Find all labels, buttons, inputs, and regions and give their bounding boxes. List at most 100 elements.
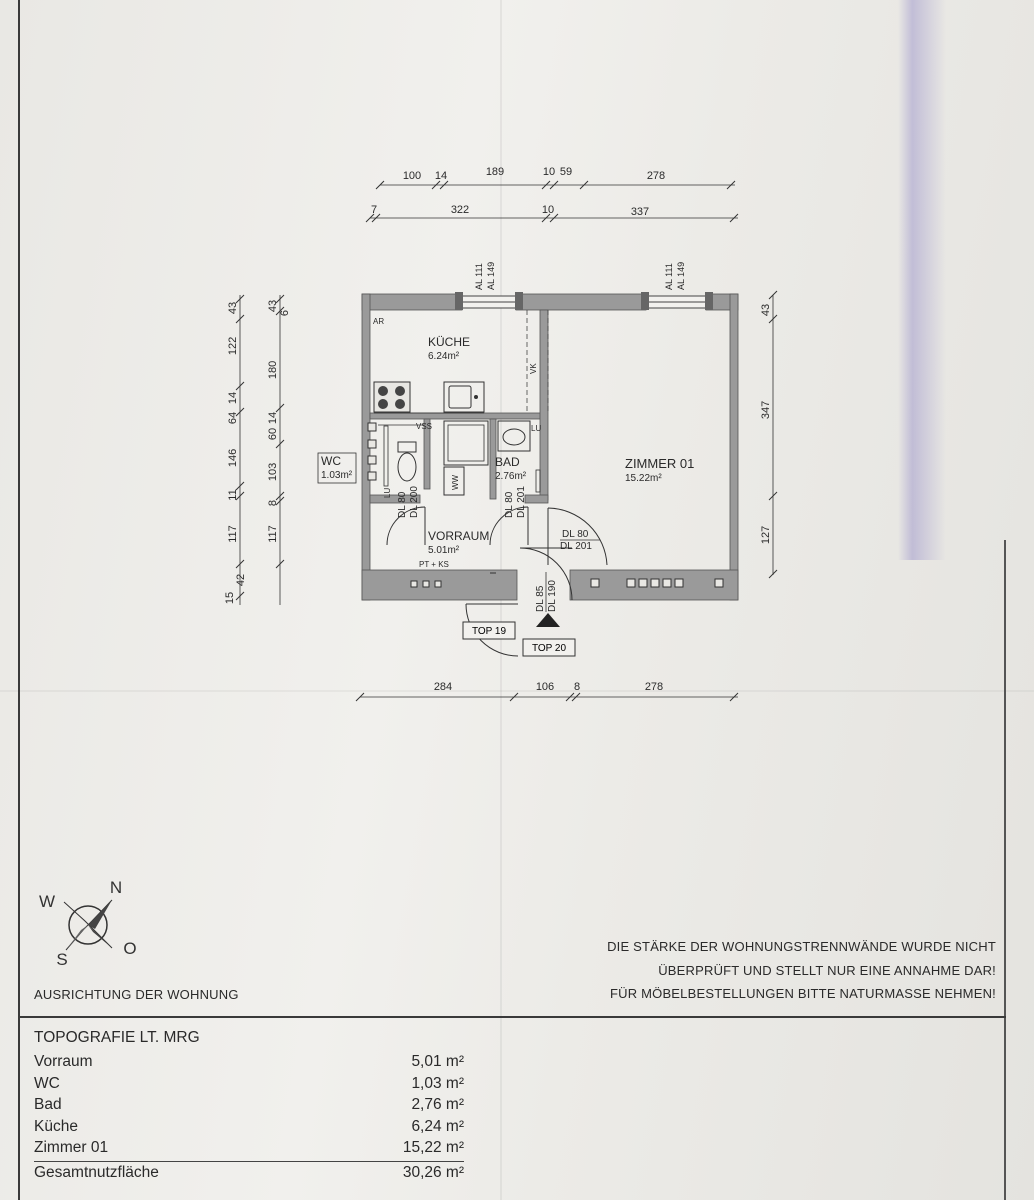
window2-label-a: AL 111 [664, 263, 674, 290]
frame-line-left [18, 0, 20, 1200]
radiator-blocks [410, 578, 724, 588]
room-vorraum-area: 5.01m² [428, 545, 460, 556]
row-label: Küche [34, 1117, 78, 1135]
door-bad-label-a: DL 80 [504, 491, 515, 518]
compass-icon: N O S W [39, 878, 137, 969]
dim-left1-f: 11 [227, 489, 239, 500]
top20-box [522, 638, 576, 657]
wc-label-box [317, 452, 357, 484]
dim-left2-e: 60 [267, 428, 279, 440]
row-value: 2,76 m² [411, 1096, 464, 1113]
orientation-label: AUSRICHTUNG DER WOHNUNG [34, 987, 239, 1002]
dim-top2-b: 322 [451, 204, 469, 216]
note-line-1: DIE STÄRKE DER WOHNUNGSTRENNWÄNDE WURDE … [607, 939, 996, 954]
dim-left2-d: 14 [267, 412, 279, 424]
dimension-lines [239, 184, 774, 698]
topografie-title: TOPOGRAFIE LT. MRG [34, 1029, 200, 1046]
table-row: Bad 2,76 m² [34, 1094, 464, 1116]
frame-line-right [1004, 540, 1006, 1200]
shaft-blocks [367, 422, 377, 481]
top20-label: TOP 20 [532, 643, 567, 654]
frame-line-table [18, 1016, 1006, 1018]
vk-dashed-lines [526, 310, 549, 413]
dim-left2-a: 43 [267, 300, 279, 312]
row-value: 1,03 m² [411, 1074, 464, 1092]
wc-fixtures [378, 424, 424, 487]
dim-bottom-d: 278 [645, 681, 663, 693]
dim-left2-b: 6 [279, 310, 291, 316]
compass-s: S [56, 950, 67, 969]
paper-fold-horizontal [0, 690, 1034, 692]
door-entry-label-b: DL 190 [547, 580, 558, 612]
label-vk: VK [529, 363, 538, 374]
row-label: Bad [34, 1096, 62, 1113]
dim-top2-a: 7 [371, 204, 377, 216]
door-zimmer-label-b: DL 201 [560, 541, 592, 552]
room-wc-name: WC [321, 454, 341, 468]
entry-arrow-icon [536, 613, 560, 627]
room-zimmer-area: 15.22m² [625, 473, 662, 484]
table-row: Küche 6,24 m² [34, 1116, 464, 1138]
label-lu-wc: LU [383, 488, 392, 498]
dim-left2-h: 117 [267, 525, 279, 543]
row-value: 15,22 m² [402, 1139, 464, 1156]
dim-left1-a: 43 [227, 302, 239, 314]
dim-left1-i: 42 [235, 574, 247, 586]
row-value: 6,24 m² [411, 1117, 464, 1135]
dim-left2-f: 103 [267, 463, 279, 481]
total-label: Gesamtnutzfläche [34, 1163, 159, 1181]
bath-fixtures [443, 420, 541, 496]
label-ar: AR [373, 317, 384, 326]
dim-top1-c: 189 [486, 166, 504, 178]
compass-n: N [110, 878, 122, 897]
dim-left2-g: 8 [267, 500, 279, 506]
topografie-table: TOPOGRAFIE LT. MRG Vorraum 5,01 m² WC 1,… [34, 1029, 464, 1183]
row-label: WC [34, 1074, 60, 1092]
compass-o: O [123, 939, 136, 958]
dim-left1-d: 64 [227, 412, 239, 424]
dim-right-c: 127 [760, 526, 772, 544]
note-line-3: FÜR MÖBELBESTELLUNGEN BITTE NATURMASSE N… [609, 986, 996, 1001]
dim-top1-e: 59 [560, 166, 572, 178]
walls [361, 293, 739, 601]
dim-bottom-b: 106 [536, 681, 554, 693]
dim-left1-c: 14 [227, 392, 239, 404]
top19-label: TOP 19 [472, 626, 507, 637]
table-row-total: Gesamtnutzfläche 30,26 m² [34, 1160, 464, 1184]
label-ww: WW [451, 474, 460, 490]
room-kueche-name: KÜCHE [428, 335, 470, 349]
top19-box [462, 621, 516, 640]
dim-left1-g: 117 [227, 525, 239, 543]
note-line-2: ÜBERPRÜFT UND STELLT NUR EINE ANNAHME DA… [658, 962, 996, 978]
room-zimmer-name: ZIMMER 01 [625, 456, 694, 471]
windows [455, 292, 713, 310]
room-bad-area: 2.76m² [495, 471, 527, 482]
dim-left2-c: 180 [267, 361, 279, 379]
kitchen-fixtures [373, 381, 485, 414]
door-zimmer-label-a: DL 80 [562, 529, 589, 540]
window1-label-b: AL 149 [486, 262, 496, 290]
room-wc-area: 1.03m² [321, 470, 353, 481]
dim-bottom-c: 8 [574, 681, 580, 693]
door-bad-label-b: DL 201 [516, 486, 527, 518]
ink-smudge [898, 0, 946, 560]
dim-left1-e: 146 [227, 449, 239, 467]
table-row: Zimmer 01 15,22 m² [34, 1137, 464, 1159]
row-value: 5,01 m² [411, 1053, 464, 1070]
door-entry-label-a: DL 85 [535, 585, 546, 612]
window2-label-b: AL 149 [676, 262, 686, 290]
room-kueche-area: 6.24m² [428, 351, 460, 362]
room-bad-name: BAD [495, 455, 520, 469]
label-pt-ks: PT + KS [419, 560, 449, 569]
row-label: Vorraum [34, 1053, 93, 1070]
dim-top1-b: 14 [435, 170, 447, 182]
row-label: Zimmer 01 [34, 1139, 109, 1156]
door-swings [386, 506, 608, 657]
label-lu-bad: LU [531, 424, 541, 433]
total-value: 30,26 m² [402, 1163, 464, 1181]
dim-top1-d: 10 [543, 166, 555, 178]
door-wc-label-b: DL 200 [409, 486, 420, 518]
label-vss: VSS [416, 422, 432, 431]
dim-left1-h: 15 [224, 592, 236, 604]
